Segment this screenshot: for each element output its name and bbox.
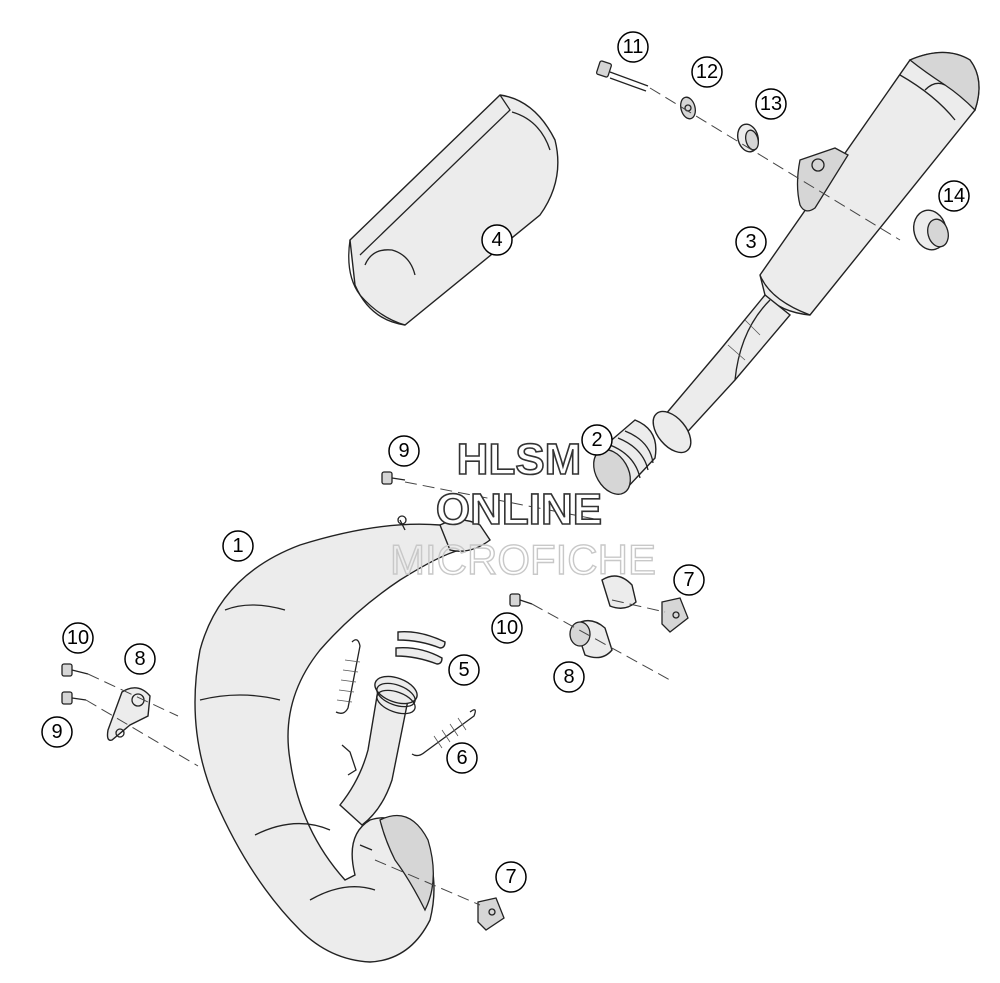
callout-10-left: 10 — [62, 622, 94, 654]
callout-3: 3 — [735, 226, 767, 258]
callout-12-label: 12 — [696, 61, 718, 83]
part-5-o-rings — [395, 631, 446, 665]
part-4-silencer-sleeve — [348, 94, 559, 326]
callout-1: 1 — [222, 530, 254, 562]
callout-4-label: 4 — [491, 229, 502, 251]
callout-14: 14 — [938, 180, 970, 212]
callout-8-right: 8 — [553, 661, 585, 693]
callout-12: 12 — [691, 56, 723, 88]
part-7-clip-lower — [477, 897, 505, 931]
part-10-bolt-left — [61, 663, 89, 677]
callout-10-left-label: 10 — [67, 627, 89, 649]
callout-11: 11 — [617, 31, 649, 63]
watermark-line-3: MICROFICHE — [390, 536, 656, 583]
callout-9-lower-label: 9 — [51, 721, 62, 743]
part-12-washer — [680, 96, 696, 120]
callout-8-left: 8 — [124, 643, 156, 675]
callout-3-label: 3 — [745, 231, 756, 253]
part-3-muffler — [652, 51, 980, 454]
callout-7-upper-label: 7 — [683, 569, 694, 591]
callout-13-label: 13 — [760, 93, 782, 115]
callout-6-label: 6 — [456, 747, 467, 769]
callout-2-label: 2 — [591, 429, 602, 451]
callout-13: 13 — [755, 88, 787, 120]
callout-5: 5 — [448, 654, 480, 686]
part-1-expansion-chamber — [194, 515, 491, 963]
callout-6: 6 — [446, 742, 478, 774]
part-7-clip-upper — [661, 597, 689, 633]
callout-7-lower: 7 — [495, 861, 527, 893]
callout-1-label: 1 — [232, 535, 243, 557]
part-10-bolt-right — [509, 593, 533, 607]
watermark: HLSM ONLINE MICROFICHE — [389, 434, 656, 584]
assembly-axis-lines — [85, 87, 901, 906]
callout-9-upper: 9 — [388, 435, 420, 467]
part-2-seal — [593, 419, 657, 495]
callout-5-label: 5 — [458, 659, 469, 681]
callout-9-lower: 9 — [41, 716, 73, 748]
callout-4: 4 — [481, 224, 513, 256]
part-11-long-bolt — [596, 60, 649, 92]
callout-9-upper-label: 9 — [398, 440, 409, 462]
part-14-grommet — [913, 209, 949, 251]
part-13-grommet — [736, 123, 760, 153]
callout-8-right-label: 8 — [563, 666, 574, 688]
part-6-springs — [335, 639, 476, 757]
callout-10-right: 10 — [491, 612, 523, 644]
part-9-bolt-upper — [381, 471, 406, 485]
callout-2: 2 — [581, 424, 613, 456]
callout-14-label: 14 — [943, 185, 965, 207]
watermark-line-1: HLSM — [457, 435, 582, 484]
part-9-bolt-left — [61, 691, 87, 705]
callout-7-lower-label: 7 — [505, 866, 516, 888]
callout-7-upper: 7 — [673, 564, 705, 596]
watermark-line-2: ONLINE — [436, 485, 602, 534]
callout-8-left-label: 8 — [134, 648, 145, 670]
part-8-mount-left — [106, 687, 151, 741]
callout-11-label: 11 — [623, 36, 644, 58]
part-8-mount-right — [569, 575, 637, 659]
callout-10-right-label: 10 — [496, 617, 518, 639]
